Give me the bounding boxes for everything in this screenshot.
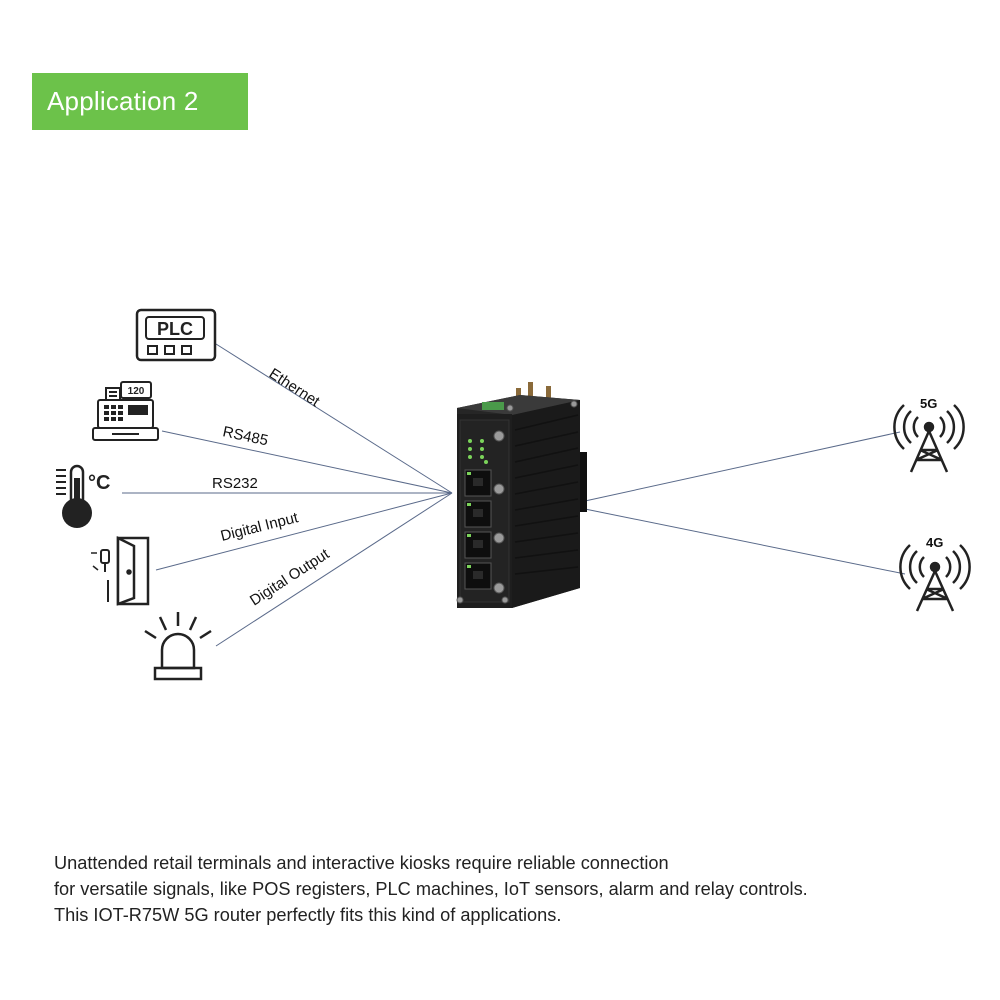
thermometer-icon: °C	[56, 464, 110, 528]
application-badge: Application 2	[32, 73, 248, 130]
digital-input-label: Digital Input	[219, 509, 301, 545]
connector-lines	[122, 343, 906, 647]
temperature-unit: °C	[88, 472, 110, 494]
description-line-1: Unattended retail terminals and interact…	[54, 853, 669, 873]
rs485-line	[161, 430, 453, 494]
router-image	[456, 382, 587, 608]
cash-register-icon: 120	[92, 381, 159, 441]
5g-label: 5G	[920, 396, 937, 411]
digital-output-label: Digital Output	[247, 545, 333, 609]
ethernet-label: Ethernet	[266, 365, 324, 411]
status-leds	[468, 439, 488, 464]
ethernet-line	[215, 343, 453, 494]
5g-line	[584, 431, 901, 502]
alarm-light-icon	[144, 612, 212, 681]
rs232-label: RS232	[212, 475, 258, 492]
5g-tower-icon: 5G	[893, 396, 965, 473]
description-line-2: for versatile signals, like POS register…	[54, 879, 808, 899]
4g-line	[584, 508, 906, 575]
antenna-connectors	[456, 400, 578, 604]
4g-tower-icon: 4G	[899, 535, 971, 612]
register-display: 120	[128, 386, 145, 397]
plc-icon: PLC	[135, 308, 217, 362]
digital-output-line	[215, 492, 453, 647]
ethernet-ports	[464, 469, 492, 590]
digital-input-line	[155, 492, 453, 571]
description-text: Unattended retail terminals and interact…	[54, 850, 974, 928]
description-line-3: This IOT-R75W 5G router perfectly fits t…	[54, 905, 562, 925]
4g-label: 4G	[926, 535, 943, 550]
door-sensor-icon	[91, 535, 150, 606]
plc-text: PLC	[157, 319, 193, 339]
application-title: Application 2	[47, 86, 199, 116]
